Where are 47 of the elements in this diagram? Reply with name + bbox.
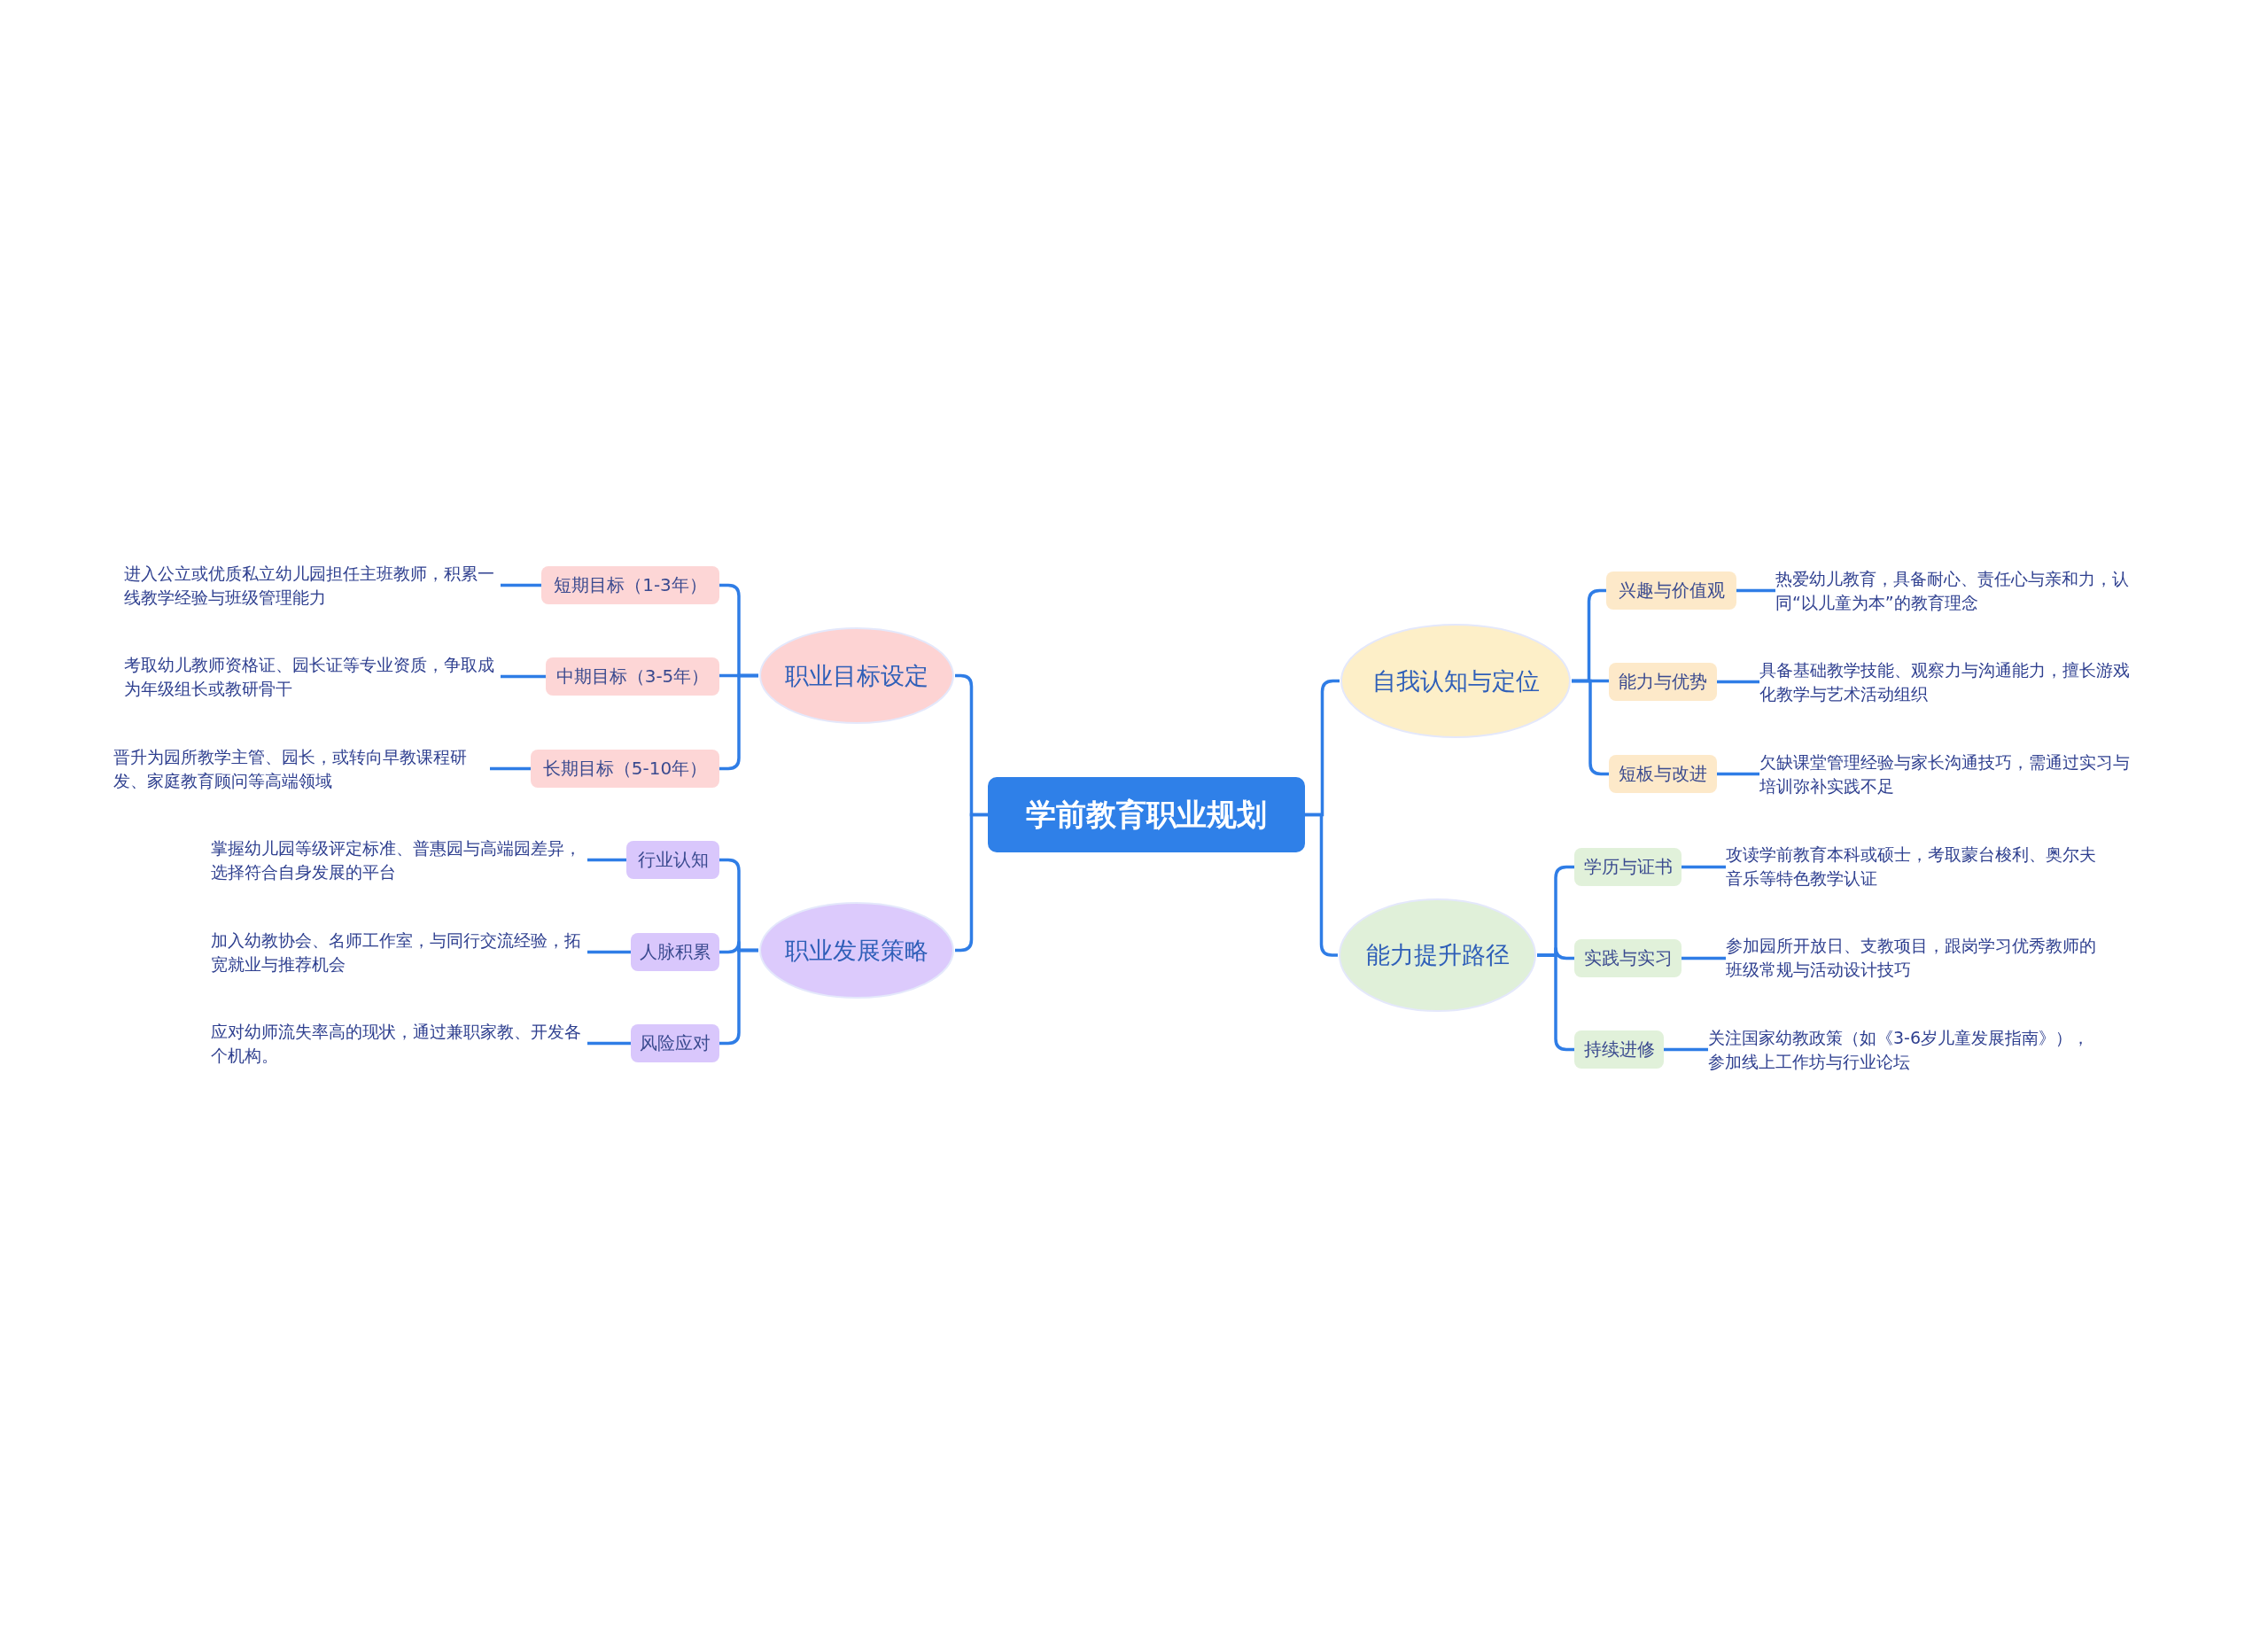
connector-line	[955, 813, 988, 953]
topic-label: 能力提升路径	[1365, 940, 1510, 970]
connector-line	[1664, 1047, 1708, 1052]
connector-line	[490, 766, 531, 771]
detail-text: 晋升为园所教学主管、园长，或转向早教课程研发、家庭教育顾问等高端领域	[113, 745, 490, 793]
connector-line	[1537, 953, 1574, 1052]
subtopic-box: 中期目标（3-5年）	[546, 657, 719, 696]
connector-line	[587, 950, 631, 954]
connector-line	[501, 583, 541, 587]
detail-text: 参加园所开放日、支教项目，跟岗学习优秀教师的班级常规与活动设计技巧	[1726, 934, 2102, 982]
detail-text: 加入幼教协会、名师工作室，与同行交流经验，拓宽就业与推荐机会	[211, 929, 587, 976]
connector-line	[1682, 956, 1726, 960]
central-topic-box: 学前教育职业规划	[988, 777, 1305, 852]
connector-line	[1736, 588, 1775, 593]
detail-text: 应对幼师流失率高的现状，通过兼职家教、开发各个机构。	[211, 1020, 587, 1068]
connector-line	[1682, 865, 1726, 869]
subtopic-box: 短板与改进	[1609, 755, 1717, 793]
topic-label: 自我认知与定位	[1371, 665, 1540, 696]
topic-label: 职业目标设定	[785, 660, 928, 691]
connector-line	[1717, 680, 1759, 684]
connector-line	[1572, 679, 1609, 776]
detail-text: 掌握幼儿园等级评定标准、普惠园与高端园差异，选择符合自身发展的平台	[211, 836, 587, 884]
subtopic-box: 风险应对	[631, 1024, 719, 1062]
subtopic-box: 人脉积累	[631, 933, 719, 971]
detail-text: 关注国家幼教政策（如《3-6岁儿童发展指南》），参加线上工作坊与行业论坛	[1708, 1026, 2098, 1074]
subtopic-box: 行业认知	[626, 841, 719, 879]
topic-label: 职业发展策略	[785, 935, 928, 966]
subtopic-box: 长期目标（5-10年）	[531, 750, 719, 788]
connector-line	[1717, 772, 1759, 776]
connector-line	[719, 948, 758, 1046]
subtopic-box: 短期目标（1-3年）	[541, 566, 719, 604]
connector-line	[1305, 813, 1338, 957]
detail-text: 具备基础教学技能、观察力与沟通能力，擅长游戏化教学与艺术活动组织	[1759, 658, 2136, 706]
detail-text: 进入公立或优质私立幼儿园担任主班教师，积累一线教学经验与班级管理能力	[124, 562, 501, 610]
connector-line	[501, 674, 546, 679]
connector-line	[587, 1041, 631, 1046]
subtopic-box: 持续进修	[1574, 1030, 1664, 1069]
connector-line	[587, 858, 626, 862]
detail-text: 欠缺课堂管理经验与家长沟通技巧，需通过实习与培训弥补实践不足	[1759, 750, 2136, 798]
detail-text: 攻读学前教育本科或硕士，考取蒙台梭利、奥尔夫音乐等特色教学认证	[1726, 843, 2102, 890]
subtopic-box: 学历与证书	[1574, 848, 1682, 886]
detail-text: 热爱幼儿教育，具备耐心、责任心与亲和力，认同“以儿童为本”的教育理念	[1775, 567, 2165, 615]
detail-text: 考取幼儿教师资格证、园长证等专业资质，争取成为年级组长或教研骨干	[124, 653, 501, 701]
subtopic-box: 实践与实习	[1574, 939, 1682, 977]
subtopic-box: 能力与优势	[1609, 663, 1717, 701]
subtopic-box: 兴趣与价值观	[1606, 572, 1736, 610]
connector-line	[719, 673, 758, 771]
